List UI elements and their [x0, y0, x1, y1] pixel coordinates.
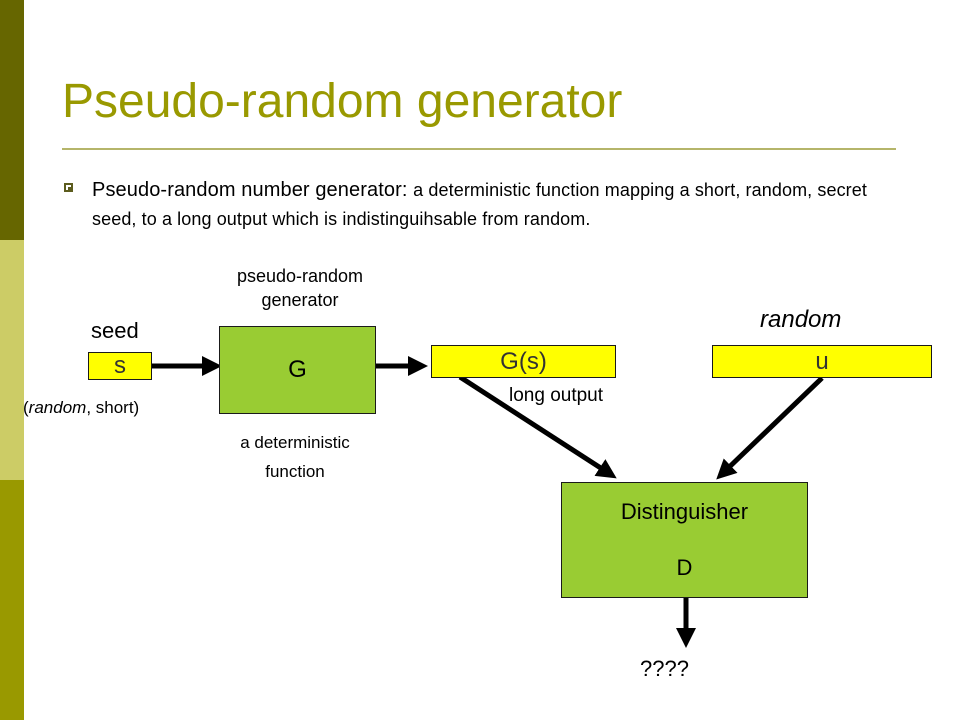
arrow-random-to-distinguisher	[716, 376, 824, 480]
sidebar-stripe-middle	[0, 240, 24, 480]
distinguisher-line2: D	[676, 555, 693, 580]
distinguisher-box: Distinguisher D	[561, 482, 808, 598]
bullet-lead: Pseudo-random number generator:	[92, 179, 414, 201]
seed-note-open: (	[23, 398, 29, 417]
seed-note: (random, short)	[23, 398, 139, 418]
seed-box: s	[88, 352, 152, 380]
generator-note-line1: a deterministic	[240, 433, 350, 452]
bullet-text: Pseudo-random number generator: a determ…	[92, 176, 892, 234]
seed-label: seed	[91, 318, 139, 343]
random-box-text: u	[815, 347, 829, 375]
random-box: u	[712, 345, 932, 378]
arrow-output-to-distinguisher	[458, 374, 617, 479]
seed-box-text: s	[114, 352, 126, 379]
generator-note: a deterministic function	[200, 428, 390, 486]
output-box-text: G(s)	[500, 347, 547, 375]
output-box: G(s)	[431, 345, 616, 378]
generator-box-text: G	[288, 356, 307, 383]
generator-caption: pseudo-random generator	[195, 264, 405, 312]
bullet-body: a deterministic function mapping a short…	[92, 180, 867, 229]
sidebar-stripe-top	[0, 0, 24, 240]
title-divider	[62, 148, 896, 150]
generator-caption-line1: pseudo-random	[236, 266, 364, 286]
distinguisher-line1: Distinguisher	[620, 499, 749, 524]
result-text: ????	[640, 656, 689, 681]
seed-note-rest: , short)	[86, 398, 140, 417]
random-label-text: random	[760, 306, 842, 333]
bullet-square-icon	[64, 183, 73, 192]
random-label: random	[760, 306, 841, 334]
output-note: long output	[509, 385, 604, 406]
sidebar-stripe-bottom	[0, 480, 24, 720]
generator-note-line2: function	[265, 462, 325, 481]
seed-note-italic: random	[28, 398, 87, 417]
generator-box: G	[219, 326, 376, 414]
generator-caption-line2: generator	[261, 290, 339, 310]
slide-title: Pseudo-random generator	[62, 75, 623, 128]
